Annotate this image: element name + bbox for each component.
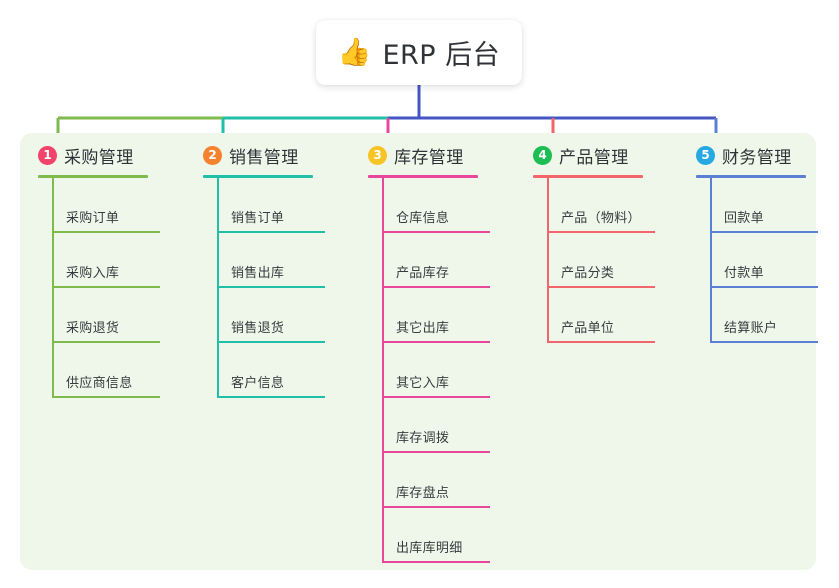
branch-child-item[interactable]: 回款单 — [710, 178, 818, 233]
branch-child-item[interactable]: 销售退货 — [217, 288, 325, 343]
branch-column-5: 5 财务管理回款单付款单结算账户 — [696, 133, 839, 343]
branch-child-item[interactable]: 付款单 — [710, 233, 818, 288]
branch-child-underline — [382, 396, 490, 398]
branch-child-label: 产品库存 — [396, 266, 450, 281]
branch-child-underline — [217, 396, 325, 398]
branch-header-3[interactable]: 3 库存管理 — [368, 133, 533, 177]
branch-child-underline — [52, 396, 160, 398]
branch-underline-1 — [38, 175, 148, 178]
branch-child-underline — [710, 286, 818, 288]
branch-column-4: 4 产品管理产品（物料） 产品分类产品单位 — [533, 133, 698, 343]
branch-child-label: 销售退货 — [231, 321, 285, 336]
branch-child-item[interactable]: 供应商信息 — [52, 343, 160, 398]
branch-child-underline — [382, 561, 490, 563]
branch-spine-1 — [52, 178, 54, 398]
branch-child-item[interactable]: 其它入库 — [382, 343, 490, 398]
branch-child-label: 销售出库 — [231, 266, 285, 281]
branch-underline-4 — [533, 175, 643, 178]
branch-title-5: 财务管理 — [722, 147, 792, 168]
branch-child-item[interactable]: 产品（物料） — [547, 178, 655, 233]
branch-spine-3 — [382, 178, 384, 563]
branch-child-underline — [547, 231, 655, 233]
branch-badge-2: 2 — [203, 145, 222, 165]
branch-child-underline — [217, 231, 325, 233]
branch-spine-2 — [217, 178, 219, 398]
branch-badge-3: 3 — [368, 145, 387, 165]
branch-title-2: 销售管理 — [229, 147, 299, 168]
branch-header-4[interactable]: 4 产品管理 — [533, 133, 698, 177]
branch-child-label: 仓库信息 — [396, 211, 450, 226]
branch-title-4: 产品管理 — [559, 147, 629, 168]
branch-child-item[interactable]: 采购退货 — [52, 288, 160, 343]
branch-child-underline — [382, 451, 490, 453]
branch-header-2[interactable]: 2 销售管理 — [203, 133, 368, 177]
branch-child-label: 产品分类 — [561, 266, 615, 281]
branch-child-item[interactable]: 出库库明细 — [382, 508, 490, 563]
branch-badge-1: 1 — [38, 145, 57, 165]
root-node[interactable]: 👍 ERP 后台 — [316, 20, 522, 85]
branch-child-underline — [710, 231, 818, 233]
branch-child-label: 库存调拨 — [396, 431, 450, 446]
branch-child-underline — [52, 286, 160, 288]
branch-underline-2 — [203, 175, 313, 178]
branch-column-1: 1 采购管理采购订单采购入库采购退货供应商信息 — [38, 133, 203, 398]
branch-child-item[interactable]: 结算账户 — [710, 288, 818, 343]
branch-child-underline — [547, 286, 655, 288]
branch-child-label: 其它入库 — [396, 376, 450, 391]
branch-child-item[interactable]: 产品单位 — [547, 288, 655, 343]
branch-child-label: 回款单 — [724, 211, 764, 226]
branch-child-label: 产品（物料） — [561, 211, 641, 226]
branch-child-underline — [382, 341, 490, 343]
branch-child-label: 库存盘点 — [396, 486, 450, 501]
branch-title-3: 库存管理 — [394, 147, 464, 168]
branch-child-label: 其它出库 — [396, 321, 450, 336]
branch-child-label: 供应商信息 — [66, 376, 133, 391]
branch-child-label: 出库库明细 — [396, 541, 463, 556]
branch-badge-5: 5 — [696, 145, 715, 165]
branch-child-label: 采购退货 — [66, 321, 120, 336]
branch-child-label: 采购入库 — [66, 266, 120, 281]
branch-column-3: 3 库存管理仓库信息产品库存其它出库其它入库库存调拨库存盘点出库库明细 — [368, 133, 533, 563]
branch-header-1[interactable]: 1 采购管理 — [38, 133, 203, 177]
branch-child-item[interactable]: 其它出库 — [382, 288, 490, 343]
branch-child-label: 销售订单 — [231, 211, 285, 226]
branch-child-underline — [710, 341, 818, 343]
branch-child-underline — [217, 286, 325, 288]
branch-child-underline — [547, 341, 655, 343]
branch-child-item[interactable]: 产品分类 — [547, 233, 655, 288]
branch-child-item[interactable]: 仓库信息 — [382, 178, 490, 233]
branch-child-underline — [382, 231, 490, 233]
branch-child-item[interactable]: 采购入库 — [52, 233, 160, 288]
branch-child-label: 客户信息 — [231, 376, 285, 391]
branch-child-label: 付款单 — [724, 266, 764, 281]
root-title: ERP 后台 — [382, 40, 501, 71]
branch-header-5[interactable]: 5 财务管理 — [696, 133, 839, 177]
branch-child-item[interactable]: 销售订单 — [217, 178, 325, 233]
branch-child-item[interactable]: 采购订单 — [52, 178, 160, 233]
branch-columns: 1 采购管理采购订单采购入库采购退货供应商信息 2 销售管理销售订单销售出库销售退货客… — [20, 133, 818, 570]
branch-child-label: 结算账户 — [724, 321, 778, 336]
branch-spine-5 — [710, 178, 712, 343]
branch-spine-4 — [547, 178, 549, 343]
thumbs-up-icon: 👍 — [337, 37, 372, 68]
branch-title-1: 采购管理 — [64, 147, 134, 168]
branch-column-2: 2 销售管理销售订单销售出库销售退货客户信息 — [203, 133, 368, 398]
branch-child-label: 产品单位 — [561, 321, 615, 336]
branch-child-underline — [382, 506, 490, 508]
branch-child-item[interactable]: 销售出库 — [217, 233, 325, 288]
branch-child-underline — [52, 231, 160, 233]
branches-panel — [20, 133, 816, 570]
branch-child-underline — [52, 341, 160, 343]
branch-child-label: 采购订单 — [66, 211, 120, 226]
branch-child-item[interactable]: 库存盘点 — [382, 453, 490, 508]
branch-child-underline — [382, 286, 490, 288]
branch-child-item[interactable]: 库存调拨 — [382, 398, 490, 453]
branch-underline-3 — [368, 175, 478, 178]
branch-badge-4: 4 — [533, 145, 552, 165]
branch-child-item[interactable]: 产品库存 — [382, 233, 490, 288]
branch-underline-5 — [696, 175, 806, 178]
branch-child-item[interactable]: 客户信息 — [217, 343, 325, 398]
branch-child-underline — [217, 341, 325, 343]
